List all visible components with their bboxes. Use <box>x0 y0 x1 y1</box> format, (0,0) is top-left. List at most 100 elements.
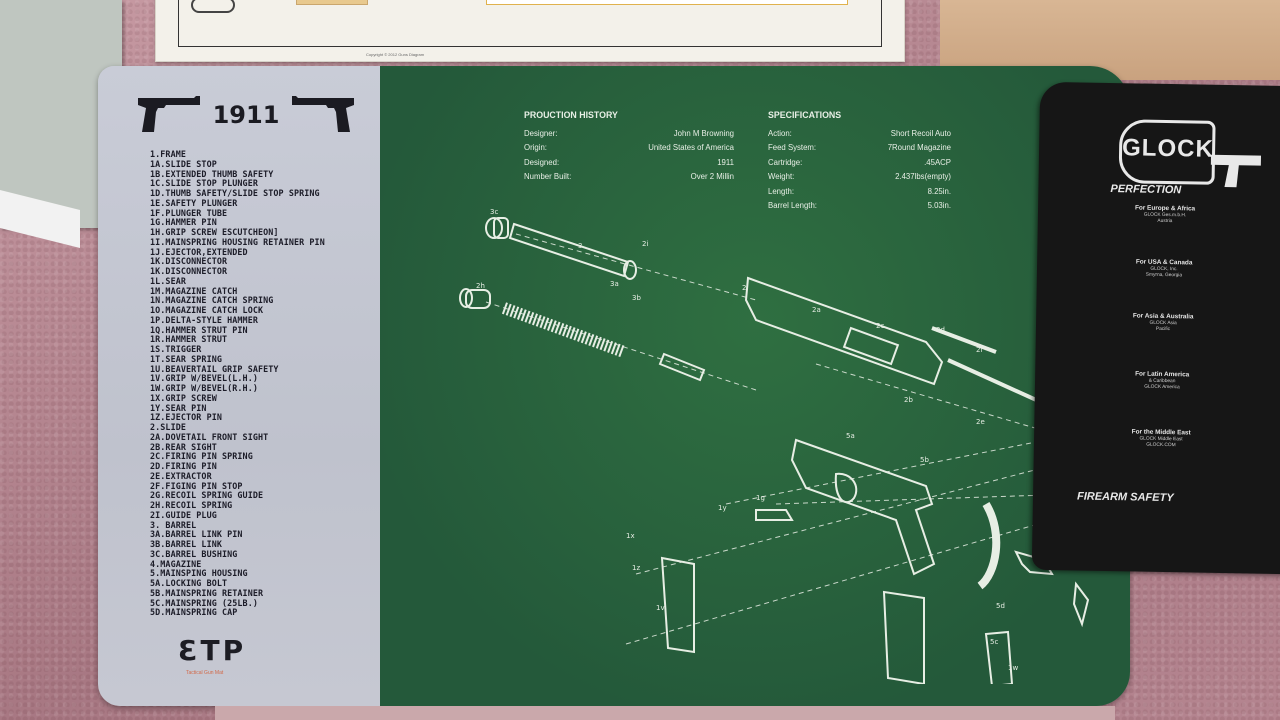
diagram-label: 1y <box>718 504 727 512</box>
production-history-row: Designed:1911 <box>524 156 734 171</box>
magazine-part <box>882 590 925 684</box>
frame-part <box>790 438 936 576</box>
parts-list-item: 1D.THUMB SAFETY/SLIDE STOP SPRING <box>150 188 320 198</box>
specifications-row: Action:Short Recoil Auto <box>768 127 951 142</box>
production-history-row: Origin:United States of America <box>524 141 734 156</box>
parts-list-item: 1P.DELTA-STYLE HAMMER <box>150 314 258 325</box>
trigger-part <box>1072 581 1090 628</box>
parts-list-item: 1Y.SEAR PIN <box>150 402 207 413</box>
diagram-label: 1w <box>1008 664 1018 672</box>
row-label: Length: <box>768 186 795 196</box>
row-label: Designed: <box>524 157 560 167</box>
diagram-label: 5c <box>990 638 998 646</box>
parts-list-item: 1W.GRIP W/BEVEL(R.H.) <box>150 383 258 393</box>
grip-safety-part <box>977 501 1001 590</box>
parts-list-item: 1F.PLUNGER TUBE <box>150 207 228 218</box>
diagram-label: 2f <box>976 346 983 354</box>
parts-list-item: 5D.MAINSPRING CAP <box>150 607 238 618</box>
row-label: Feed System: <box>768 143 817 152</box>
parts-list-item: 1X.GRIP SCREW <box>150 392 217 403</box>
parts-list-item: 1T.SEAR SPRING <box>150 353 222 364</box>
parts-list-item: 1A.SLIDE STOP <box>150 158 217 169</box>
specifications-row: Length:8.25in. <box>768 185 951 200</box>
assembly-guide-lines <box>485 233 1097 645</box>
glock-section-line: GLOCK.COM <box>1146 442 1176 449</box>
diagram-label: 1z <box>632 564 640 572</box>
row-value: Short Recoil Auto <box>890 128 951 138</box>
row-value: 7Round Magazine <box>887 143 951 152</box>
diagram-label: 2a <box>812 306 821 314</box>
parts-list-item: 4.MAGAZINE <box>150 558 202 569</box>
diagram-label: 5a <box>846 432 855 440</box>
parts-list-item: 1C.SLIDE STOP PLUNGER <box>150 178 258 189</box>
parts-list-item: 1E.SAFETY PLUNGER <box>150 197 238 208</box>
brand-logo: ƐTP <box>178 634 247 667</box>
parts-list-item: 1R.HAMMER STRUT <box>150 334 228 345</box>
specifications-row: Barrel Length:5.03in. <box>768 199 951 214</box>
diagram-label: 2b <box>904 396 913 404</box>
parts-list-item: 1S.TRIGGER <box>150 344 202 354</box>
diagram-label: 2h <box>476 282 485 290</box>
poster-tool-illustration <box>191 0 235 13</box>
diagram-label: 3c <box>490 208 498 216</box>
row-label: Number Built: <box>524 172 572 181</box>
diagram-label: 1g <box>756 494 765 502</box>
diagram-label: 2 <box>742 284 746 292</box>
parts-list-item: 1Q.HAMMER STRUT PIN <box>150 324 248 335</box>
specifications-row: Feed System: 7Round Magazine <box>768 141 951 156</box>
parts-list-item: 1.FRAME <box>150 149 186 159</box>
diagram-label: 1v <box>656 604 665 612</box>
specifications-title: SPECIFICATIONS <box>768 110 842 120</box>
diagram-label: 5b <box>920 456 929 464</box>
slide-stop-part <box>755 509 794 521</box>
parts-list-item: 1J.EJECTOR,EXTENDED <box>150 246 248 257</box>
glock-section-line: Smyrna, Georgia <box>1145 272 1183 279</box>
guide-plug-part <box>459 288 473 308</box>
production-history-row: Designer:John M Browning <box>524 127 734 142</box>
poster-sheet: Copyright © 2012 Guns Diagram <box>155 0 905 62</box>
parts-list-item: 5A.LOCKING BOLT <box>150 578 228 588</box>
parts-list-item: 1N.MAGAZINE CATCH SPRING <box>150 295 274 306</box>
poster-part-illustration <box>296 0 368 5</box>
brand-tagline: Tactical Gun Mat <box>186 670 224 676</box>
parts-list-item: 1O.MAGAZINE CATCH LOCK <box>150 305 264 315</box>
diagram-label: 3 <box>578 242 582 250</box>
floor-strip <box>215 706 1115 720</box>
recoil-spring-guide-part <box>658 352 706 382</box>
parts-list-item: 3B.BARREL LINK <box>150 539 222 549</box>
row-value: John M Browning <box>673 128 734 138</box>
glock-footer: FIREARM SAFETY <box>1076 490 1174 505</box>
diagram-label: 5d <box>996 602 1005 610</box>
grip-panel-left <box>660 556 695 654</box>
poster-copyright: Copyright © 2012 Guns Diagram <box>366 52 425 57</box>
diagram-label: 3a <box>610 280 619 288</box>
parts-list-item: 2B.REAR SIGHT <box>150 441 217 452</box>
barrel-bushing-part <box>485 217 503 239</box>
parts-list-item: 2H.RECOIL SPRING <box>150 500 233 510</box>
parts-list-item: 2I.GUIDE PLUG <box>150 509 217 520</box>
diagram-label: 1x <box>626 532 635 540</box>
parts-list-item: 1H.GRIP SCREW ESCUTCHEON] <box>150 227 279 237</box>
parts-list-item: 1G.HAMMER PIN <box>150 217 217 228</box>
glock-section-line: Pacific <box>1155 327 1171 333</box>
row-value: .45ACP <box>924 157 951 167</box>
production-history: PROUCTION HISTORY Designer:John M Browni… <box>524 108 734 185</box>
row-label: Cartridge: <box>768 157 803 167</box>
production-history-row: Number Built: Over 2 Millin <box>524 170 734 185</box>
specifications-row: Cartridge: .45ACP <box>768 156 951 171</box>
parts-list-item: 1L.SEAR <box>150 275 186 286</box>
diagram-label: 2d <box>936 326 945 334</box>
parts-list-item: 2C.FIRING PIN SPRING <box>150 451 253 462</box>
row-value: Over 2 Millin <box>690 172 734 181</box>
row-label: Weight: <box>768 172 795 181</box>
pistol-logo-icon: 1911 <box>138 96 354 132</box>
